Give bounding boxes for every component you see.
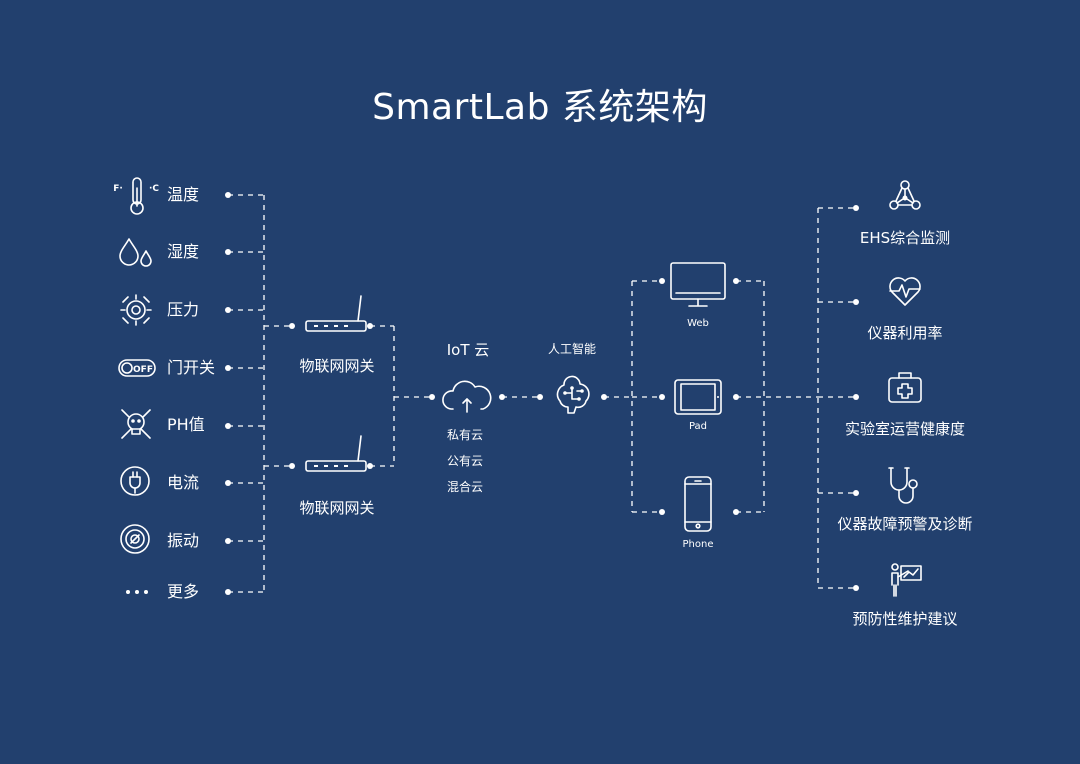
connector-dots bbox=[225, 192, 859, 595]
app-label-utilization: 仪器利用率 bbox=[867, 324, 943, 342]
network-nodes-icon bbox=[889, 180, 921, 210]
app-label-lab-health: 实验室运营健康度 bbox=[844, 420, 965, 438]
connector-lines bbox=[228, 194, 856, 593]
cloud-title: IoT 云 bbox=[446, 341, 490, 359]
gateway-label: 物联网网关 bbox=[299, 499, 375, 517]
monitor-icon bbox=[670, 262, 726, 307]
celsius-label: ·C bbox=[149, 184, 159, 194]
device-label-phone: Phone bbox=[682, 539, 714, 550]
sensor-label-humidity: 湿度 bbox=[167, 242, 200, 261]
vibration-icon bbox=[120, 524, 150, 554]
device-label-pad: Pad bbox=[688, 421, 708, 432]
app-label-maintenance: 预防性维护建议 bbox=[852, 610, 958, 628]
app-label-fault-warning: 仪器故障预警及诊断 bbox=[837, 515, 973, 533]
hazard-skull-icon bbox=[121, 409, 151, 439]
gateway-label: 物联网网关 bbox=[299, 357, 375, 375]
router-icon bbox=[305, 295, 367, 332]
fahrenheit-label: F· bbox=[113, 184, 123, 194]
sensor-label-ph: PH值 bbox=[167, 415, 205, 434]
toggle-off-icon: OFF bbox=[118, 359, 156, 377]
sensor-label-vibration: 振动 bbox=[167, 531, 200, 550]
pressure-icon bbox=[120, 294, 152, 326]
app-label-ehs: EHS综合监测 bbox=[859, 229, 951, 247]
device-label-web: Web bbox=[687, 318, 709, 329]
presenter-chart-icon bbox=[891, 563, 922, 597]
page-title: SmartLab 系统架构 bbox=[372, 87, 708, 128]
brain-icon bbox=[556, 375, 590, 414]
stethoscope-icon bbox=[888, 467, 918, 504]
cloud-upload-icon bbox=[442, 380, 492, 413]
medical-kit-icon bbox=[888, 372, 922, 403]
cloud-type-private: 私有云 bbox=[446, 428, 483, 442]
sensor-label-door-switch: 门开关 bbox=[167, 358, 216, 377]
water-drops-icon bbox=[119, 238, 152, 267]
sensor-label-temperature: 温度 bbox=[167, 185, 200, 204]
thermometer-icon: F· ·C bbox=[113, 177, 159, 215]
phone-icon bbox=[684, 476, 712, 532]
more-dots-icon bbox=[126, 590, 148, 594]
sensor-label-current: 电流 bbox=[167, 473, 200, 492]
cloud-type-hybrid: 混合云 bbox=[446, 480, 483, 494]
plug-icon bbox=[120, 466, 150, 496]
heart-pulse-icon bbox=[889, 277, 921, 306]
toggle-off-text: OFF bbox=[133, 365, 153, 375]
sensor-label-pressure: 压力 bbox=[167, 300, 200, 319]
router-icon bbox=[305, 435, 367, 472]
ai-label: 人工智能 bbox=[547, 342, 596, 356]
tablet-icon bbox=[674, 379, 722, 415]
sensor-label-more: 更多 bbox=[167, 582, 200, 601]
cloud-type-public: 公有云 bbox=[446, 454, 483, 468]
